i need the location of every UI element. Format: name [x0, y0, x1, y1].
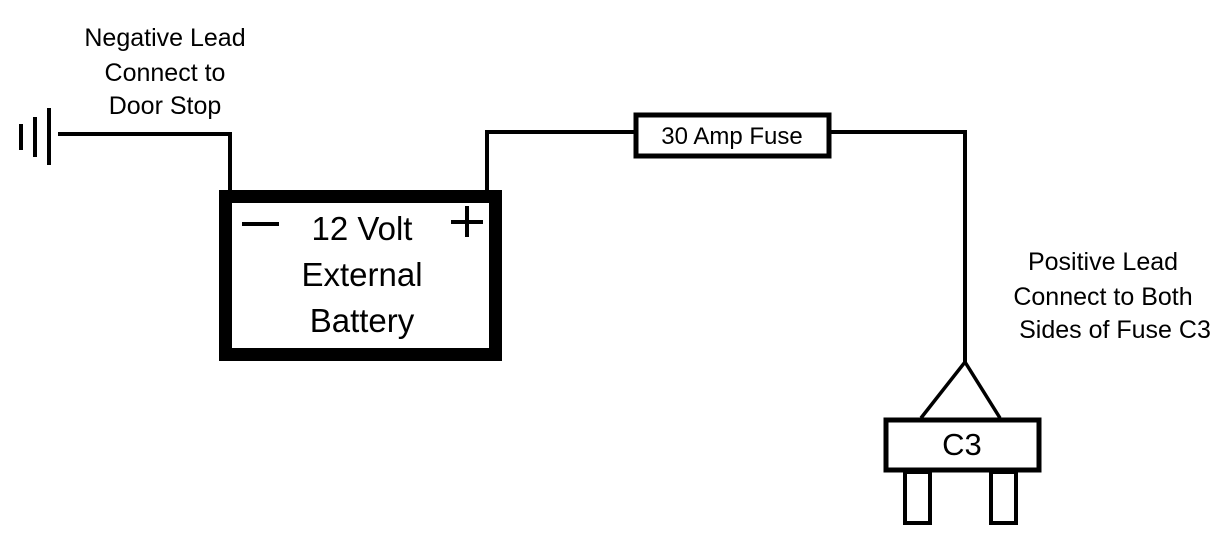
c3-fuse-label: C3	[942, 427, 982, 462]
c3-right-prong	[989, 470, 1018, 525]
c3-fork-wire	[919, 358, 1002, 420]
positive-lead-label-line1: Positive Lead	[1028, 248, 1178, 276]
positive-lead-label-line2: Connect to Both	[1013, 283, 1192, 311]
negative-wire	[58, 132, 232, 192]
negative-lead-label-line1: Negative Lead	[84, 24, 245, 52]
c3-fuse-body	[883, 417, 1042, 473]
inline-fuse-label: 30 Amp Fuse	[661, 123, 802, 150]
battery-positive-icon	[451, 206, 483, 237]
inline-fuse-box	[633, 112, 832, 159]
positive-lead-label-line3: Sides of Fuse C3	[1019, 316, 1211, 344]
positive-wire-from-fuse	[829, 130, 967, 362]
negative-lead-label-line3: Door Stop	[109, 92, 222, 120]
ground-icon	[19, 108, 51, 165]
battery-label-line3: Battery	[310, 302, 415, 339]
c3-left-prong	[903, 470, 932, 525]
battery-label-line1: 12 Volt	[312, 210, 413, 247]
battery-label-line2: External	[301, 256, 422, 293]
positive-wire-to-fuse	[485, 130, 636, 192]
negative-lead-label-line2: Connect to	[105, 59, 226, 87]
